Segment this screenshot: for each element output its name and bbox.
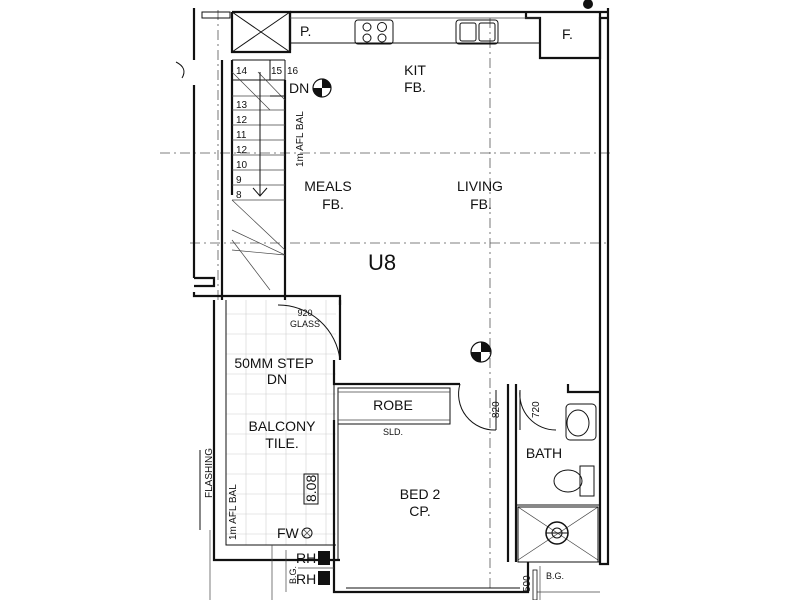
flashing-label: FLASHING (204, 448, 215, 498)
stair-balustrade-label: 1m AFL BAL (295, 111, 306, 167)
pantry-label: P. (300, 23, 311, 39)
room-bath-name: BATH (526, 445, 562, 461)
main-walls (230, 0, 610, 566)
tread-8: 8 (236, 190, 242, 201)
room-bed2-name: BED 2 (400, 486, 441, 502)
dim-500-label: 500 (522, 575, 533, 592)
tread-14: 14 (236, 66, 248, 77)
basin-icon (565, 403, 597, 441)
room-balcony-name: BALCONY (249, 418, 317, 434)
glass-door-label: GLASS (290, 319, 320, 329)
room-kit-finish: FB. (404, 79, 426, 95)
room-bed2-finish: CP. (409, 503, 431, 519)
balcony-step-dir: DN (267, 371, 287, 387)
tread-12b: 12 (236, 145, 248, 156)
tread-13: 13 (236, 100, 248, 111)
tread-12a: 12 (236, 115, 248, 126)
room-meals-name: MEALS (304, 178, 351, 194)
cooktop-icon (354, 19, 394, 45)
floor-waste-icon (301, 527, 313, 539)
fall-value: 8.08 (303, 475, 319, 502)
balcony-balustrade-label: 1m AFL BAL (228, 484, 239, 540)
balcony-step-label: 50MM STEP (234, 355, 313, 371)
bathroom (516, 384, 600, 563)
tread-16: 16 (287, 66, 299, 77)
floor-waste-label: FW (277, 525, 300, 541)
room-kit-name: KIT (404, 62, 426, 78)
stair-dn-label: DN (289, 80, 309, 96)
light-fitting-icon (312, 78, 332, 98)
staircase (220, 59, 287, 300)
room-living-finish: FB. (470, 196, 492, 212)
toilet-icon (553, 465, 595, 497)
glass-door-width: 920 (297, 308, 312, 318)
glass-door (277, 300, 342, 560)
robe-door-label: SLD. (383, 427, 403, 437)
robe-label: ROBE (373, 397, 413, 413)
fall-marker: 8.08 (303, 473, 319, 505)
tread-9: 9 (236, 175, 242, 186)
room-meals-finish: FB. (322, 196, 344, 212)
bedroom-walls (332, 360, 530, 594)
room-living-name: LIVING (457, 178, 503, 194)
bg-label-2: B.G. (546, 571, 564, 581)
services (285, 550, 600, 600)
bed-door-width: 820 (491, 401, 502, 418)
sink-icon (455, 19, 499, 45)
bath-door-width: 720 (531, 401, 542, 418)
shower-drain-icon (545, 521, 569, 545)
light-fitting-icon (470, 341, 492, 363)
rh-label-2: RH (296, 571, 316, 587)
unit-label: U8 (368, 250, 396, 275)
stair-tread-numbers: 14 15 16 13 12 11 12 10 9 8 (236, 66, 299, 201)
tread-15: 15 (271, 66, 283, 77)
fridge-label: F. (562, 26, 573, 42)
rh-label-1: RH (296, 550, 316, 566)
tread-11: 11 (236, 130, 247, 141)
tread-10: 10 (236, 160, 248, 171)
bg-label-1: B.G. (288, 566, 298, 584)
room-balcony-finish: TILE. (265, 435, 298, 451)
